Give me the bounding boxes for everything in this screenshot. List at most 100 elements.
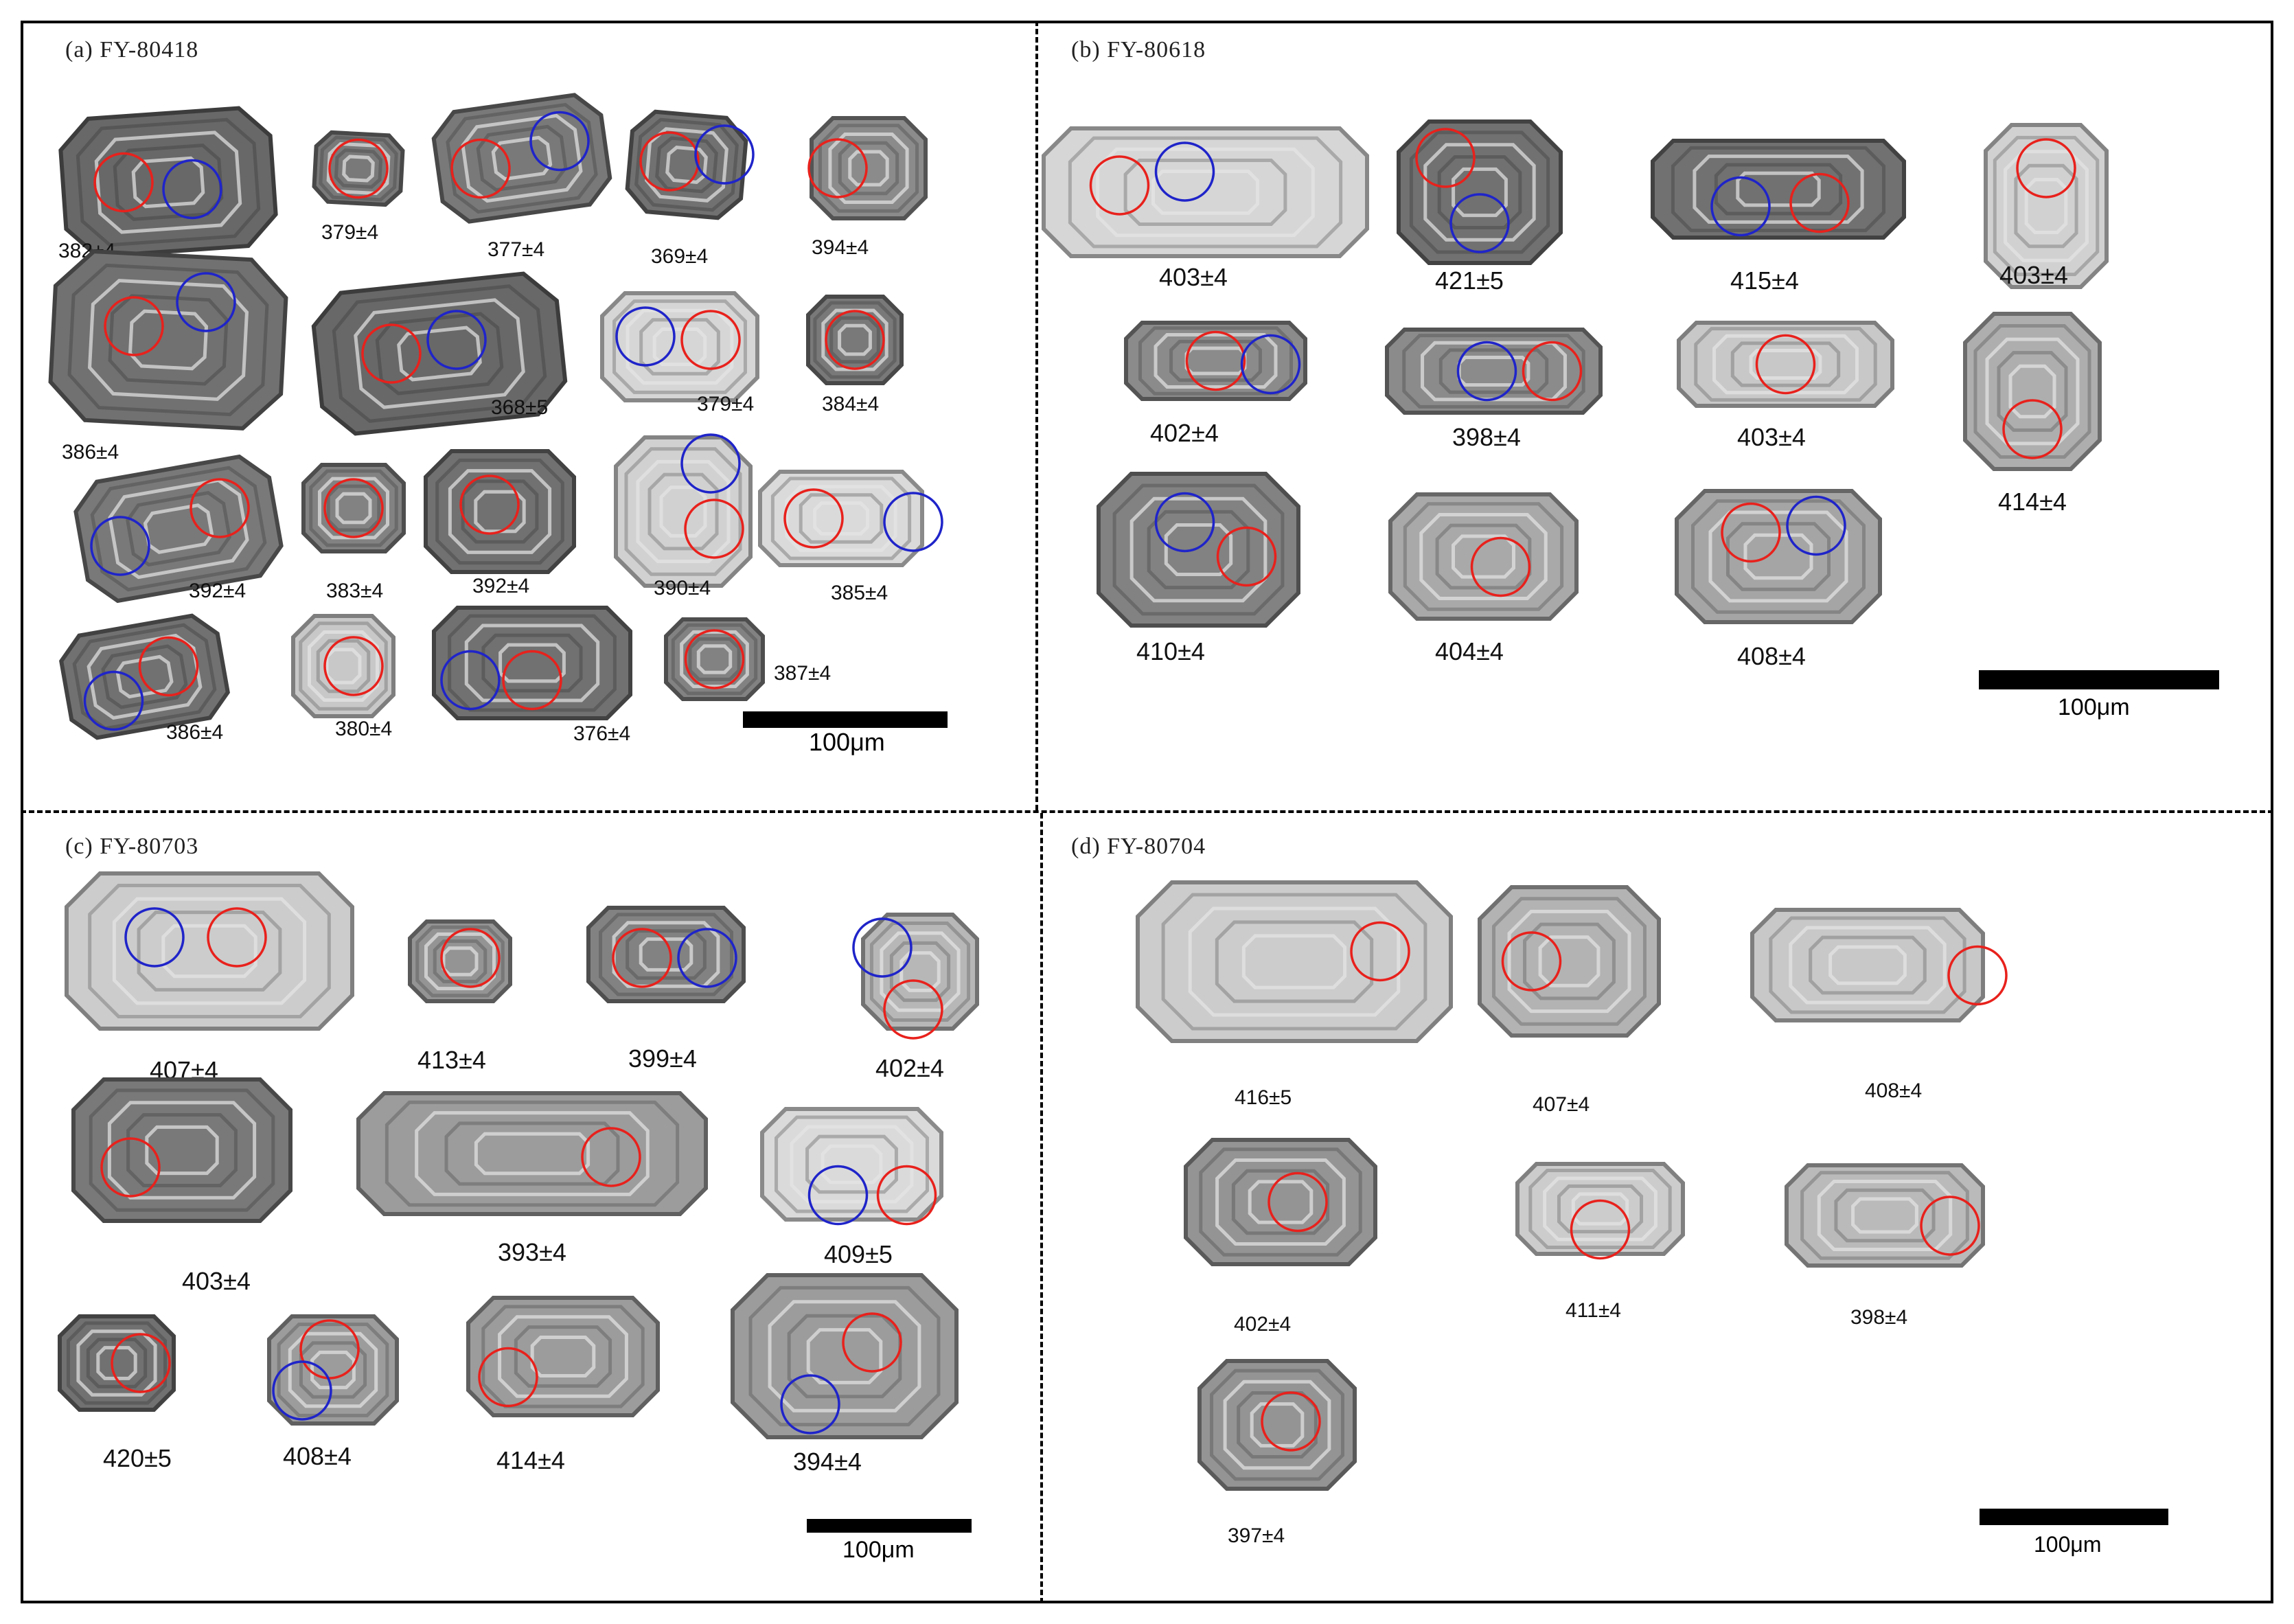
growth-zone: [818, 124, 919, 213]
growth-zone: [829, 316, 880, 364]
growth-zone: [869, 921, 971, 1022]
grain-outline: [1963, 312, 2102, 471]
zircon-grain-image: [759, 1106, 943, 1225]
growth-zone: [464, 624, 600, 702]
zircon-grain-image: [48, 249, 288, 431]
growth-zone: [1231, 1169, 1330, 1235]
growth-zone: [1095, 147, 1315, 238]
grain-outline: [466, 1295, 660, 1417]
zircon-grain: [424, 449, 576, 574]
growth-zone: [1129, 496, 1267, 602]
growth-zone: [299, 621, 388, 711]
u-pb-spot-circle: [1522, 341, 1582, 401]
growth-zone: [474, 490, 526, 534]
growth-zone: [115, 654, 174, 698]
age-label: 402±4: [1234, 1313, 1292, 1336]
age-label: 369±4: [651, 245, 709, 268]
growth-zone: [1712, 334, 1859, 394]
scale-bar-label: 100μm: [2034, 1531, 2102, 1557]
age-label: 402±4: [1150, 419, 1219, 447]
zircon-grain: [267, 1314, 399, 1426]
scale-bar-line: [807, 1519, 972, 1533]
growth-zone: [1188, 906, 1401, 1017]
zircon-grain: [71, 1077, 293, 1223]
zircon-grain-image: [663, 617, 765, 701]
zircon-grain-image: [58, 105, 278, 259]
zircon-grain: [291, 614, 395, 718]
zircon-grain: [1750, 907, 2008, 1022]
growth-zone: [137, 911, 282, 992]
grain-outline: [301, 463, 406, 553]
growth-zone: [354, 298, 525, 409]
age-label: 368±5: [491, 396, 549, 419]
zircon-grain: [48, 249, 288, 431]
scale-bar-line: [1980, 1509, 2168, 1525]
growth-zone: [1800, 1171, 1969, 1260]
zircon-grain: [356, 1091, 708, 1216]
hf-spot-circle: [615, 306, 676, 367]
zircon-grain-image: [806, 295, 904, 385]
grain-outline: [312, 130, 405, 207]
scale-bar-line: [743, 711, 948, 728]
hf-spot-circle: [852, 917, 913, 978]
zircon-grain: [58, 105, 278, 259]
age-label: 397±4: [1228, 1524, 1285, 1547]
zircon-grain: [586, 906, 746, 1003]
grain-outline: [759, 1106, 943, 1222]
grain-outline: [1515, 1161, 1685, 1256]
growth-zone: [94, 130, 242, 234]
hf-spot-circle: [1154, 492, 1215, 552]
u-pb-spot-circle: [1947, 945, 2008, 1005]
growth-zone: [679, 630, 749, 689]
zircon-grain-image: [625, 109, 755, 220]
zircon-grain: [759, 1106, 943, 1225]
zircon-grain-image: [1388, 492, 1579, 621]
growth-zone: [385, 1100, 680, 1207]
u-pb-spot-circle: [93, 152, 154, 212]
u-pb-spot-circle: [323, 636, 384, 696]
grain-outline: [586, 906, 746, 1003]
growth-zone: [785, 485, 897, 552]
zircon-grain: [466, 1295, 660, 1417]
grain-outline: [758, 470, 924, 567]
u-pb-spot-circle: [299, 1319, 360, 1380]
growth-zone: [1828, 945, 1907, 985]
growth-zone: [1851, 1197, 1918, 1234]
hf-spot-circle: [426, 310, 487, 370]
zircon-grain: [1984, 123, 2109, 289]
growth-zone: [310, 1350, 356, 1390]
scale-bar-label: 100μm: [809, 728, 885, 757]
growth-zone: [665, 146, 708, 184]
growth-zone: [612, 299, 747, 394]
grain-outline: [1750, 907, 1985, 1022]
growth-zone: [1419, 512, 1548, 600]
hf-spot-circle: [176, 272, 236, 332]
growth-zone: [1743, 533, 1813, 580]
growth-zone: [838, 323, 872, 356]
age-label: 407±4: [1533, 1093, 1590, 1116]
growth-zone: [1834, 1188, 1936, 1243]
growth-zone: [397, 325, 482, 382]
zircon-grain: [1651, 138, 1906, 240]
growth-zone: [1693, 326, 1877, 402]
growth-zone: [687, 637, 741, 681]
vertical-divider-bottom: [1040, 813, 1043, 1603]
grain-outline: [58, 613, 230, 740]
growth-zone: [599, 913, 733, 996]
zircon-grain: [600, 291, 759, 402]
growth-zone: [770, 477, 912, 560]
u-pb-spot-circle: [440, 928, 501, 988]
growth-zone: [1215, 1158, 1346, 1246]
grain-outline: [1096, 471, 1300, 628]
growth-zone: [107, 1101, 257, 1200]
growth-zone: [161, 924, 257, 979]
growth-zone: [88, 884, 331, 1018]
u-pb-spot-circle: [190, 478, 250, 538]
grain-outline: [48, 249, 288, 431]
growth-zone: [626, 929, 707, 980]
zircon-grain-image: [1515, 1161, 1685, 1259]
growth-zone: [308, 630, 379, 702]
growth-zone: [624, 447, 742, 576]
age-label: 421±5: [1435, 266, 1504, 295]
growth-zone: [96, 1346, 137, 1380]
